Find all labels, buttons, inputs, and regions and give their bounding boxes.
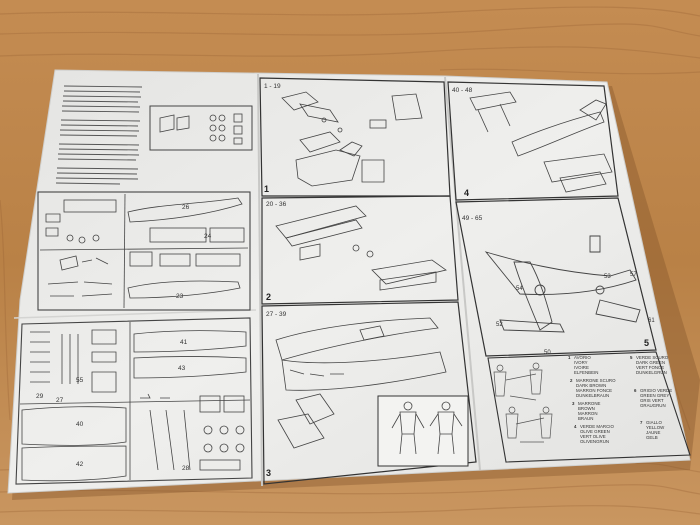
paint-color-3: 3 MARRONE BROWN MARRON BRAUN <box>572 401 601 421</box>
paint-color-5: 5 VERDE SCURO DARK GREEN VERT FONCE DUNK… <box>630 355 669 375</box>
part-number: 55 <box>76 377 84 384</box>
svg-text:BROWN: BROWN <box>578 406 595 411</box>
svg-text:DARK GREEN: DARK GREEN <box>636 360 665 365</box>
svg-text:MARRONE: MARRONE <box>578 401 601 406</box>
svg-text:VERDE MARCIO: VERDE MARCIO <box>580 424 614 429</box>
svg-text:VERDE SCURO: VERDE SCURO <box>636 355 669 360</box>
part-number: 61 <box>648 318 655 324</box>
step-number: 5 <box>644 338 649 348</box>
part-number: 52 <box>496 322 503 328</box>
svg-text:GELB: GELB <box>646 435 658 440</box>
paint-color-2: 2 MARRONE SCURO DARK BROWN MARRON FONCE … <box>570 378 616 398</box>
fuselage-assembly <box>275 317 447 449</box>
svg-text:DUNKELGRUN: DUNKELGRUN <box>636 370 667 375</box>
figures-inset <box>377 395 469 467</box>
part-number: 40 <box>76 421 84 428</box>
fold-crease-mid <box>13 309 257 319</box>
svg-text:2: 2 <box>570 378 573 383</box>
step-2-box: 20 - 36 2 <box>261 195 459 305</box>
svg-text:1: 1 <box>568 355 571 360</box>
part-number: 28 <box>182 465 190 472</box>
svg-text:GREEN GREY: GREEN GREY <box>640 393 669 398</box>
instruction-sheet <box>7 69 691 494</box>
step-4-box: 40 - 48 4 <box>447 81 619 201</box>
step-number: 1 <box>264 184 269 194</box>
paint-color-7: 7 GIALLO YELLOW JAUNE GELB <box>640 420 665 440</box>
svg-text:DARK BROWN: DARK BROWN <box>576 383 606 388</box>
part-number: 43 <box>178 365 186 372</box>
painting-figures <box>493 362 553 443</box>
svg-text:6: 6 <box>634 388 637 393</box>
sprue-parts-upper <box>39 193 249 309</box>
svg-text:OLIVE GREEN: OLIVE GREEN <box>580 429 610 434</box>
svg-text:GRIS VERT: GRIS VERT <box>640 398 664 403</box>
fold-crease-right <box>444 76 481 471</box>
step-number: 3 <box>266 468 271 478</box>
step-range: 27 - 39 <box>266 311 287 318</box>
step-range: 20 - 36 <box>266 201 287 208</box>
svg-text:GRAUGRUN: GRAUGRUN <box>640 403 666 408</box>
svg-text:AVORIO: AVORIO <box>574 355 591 360</box>
sprue-parts-lower <box>19 322 251 482</box>
small-parts-frame <box>149 105 253 151</box>
part-number: 50 <box>544 350 551 356</box>
part-number: 53 <box>604 274 611 280</box>
part-number: 26 <box>182 204 190 211</box>
svg-text:IVOIRE: IVOIRE <box>574 365 589 370</box>
svg-text:GRIGIO VERDE: GRIGIO VERDE <box>640 388 672 393</box>
part-number: 42 <box>76 461 84 468</box>
step-number: 2 <box>266 292 271 302</box>
part-number: 23 <box>176 293 184 300</box>
svg-text:JAUNE: JAUNE <box>646 430 660 435</box>
fold-crease-left <box>257 73 263 487</box>
text-instructions <box>55 85 143 185</box>
sprue-frame-upper <box>37 191 251 311</box>
paint-color-6: 6 GRIGIO VERDE GREEN GREY GRIS VERT GRAU… <box>634 388 672 408</box>
svg-text:MARRON FONCE: MARRON FONCE <box>576 388 612 393</box>
svg-text:GIALLO: GIALLO <box>646 420 662 425</box>
svg-text:VERT FONCE: VERT FONCE <box>636 365 664 370</box>
svg-text:7: 7 <box>640 420 643 425</box>
part-number: 41 <box>180 339 188 346</box>
pilot-figures <box>391 401 463 455</box>
svg-text:3: 3 <box>572 401 575 406</box>
svg-text:IVORY: IVORY <box>574 360 588 365</box>
part-number: 24 <box>204 233 212 240</box>
svg-text:MARRONE SCURO: MARRONE SCURO <box>576 378 616 383</box>
part-number: 27 <box>56 397 64 404</box>
paint-color-4: 4 VERDE MARCIO OLIVE GREEN VERT OLIVE OL… <box>574 424 614 444</box>
small-parts <box>159 113 243 145</box>
fuselage-floor-parts <box>275 205 447 291</box>
paint-color-1: 1 AVORIO IVORY IVOIRE ELFENBEIN <box>568 355 598 375</box>
step5-part-labels: 50 52 53 54 57 61 <box>496 272 655 356</box>
sprue-number-labels: 26 24 23 41 43 40 42 28 29 27 55 <box>36 204 212 472</box>
svg-text:MARRON: MARRON <box>578 411 598 416</box>
step-number: 4 <box>464 188 469 198</box>
paint-color-list: 1 AVORIO IVORY IVOIRE ELFENBEIN 2 MARRON… <box>568 355 672 444</box>
part-number: 54 <box>516 286 523 292</box>
paint-legend <box>487 351 691 463</box>
sprue-frame-lower <box>15 317 253 485</box>
tail-assembly <box>469 91 613 193</box>
aircraft-assembly <box>484 235 641 333</box>
step-5-box: 49 - 65 5 50 52 53 54 57 61 <box>455 197 657 357</box>
svg-text:4: 4 <box>574 424 577 429</box>
svg-text:BRAUN: BRAUN <box>578 416 593 421</box>
step-3-box: 27 - 39 3 <box>261 301 477 485</box>
svg-text:VERT OLIVE: VERT OLIVE <box>580 434 606 439</box>
svg-text:ELFENBEIN: ELFENBEIN <box>574 370 598 375</box>
step-range: 1 - 19 <box>264 83 281 90</box>
step-range: 49 - 65 <box>462 215 483 222</box>
part-number: 57 <box>630 272 637 278</box>
svg-text:OLIVENGRUN: OLIVENGRUN <box>580 439 609 444</box>
svg-text:5: 5 <box>630 355 633 360</box>
cockpit-parts <box>281 91 423 187</box>
step-range: 40 - 48 <box>452 87 473 94</box>
part-number: 29 <box>36 393 44 400</box>
svg-text:YELLOW: YELLOW <box>646 425 665 430</box>
svg-text:DUNKELBRAUN: DUNKELBRAUN <box>576 393 609 398</box>
